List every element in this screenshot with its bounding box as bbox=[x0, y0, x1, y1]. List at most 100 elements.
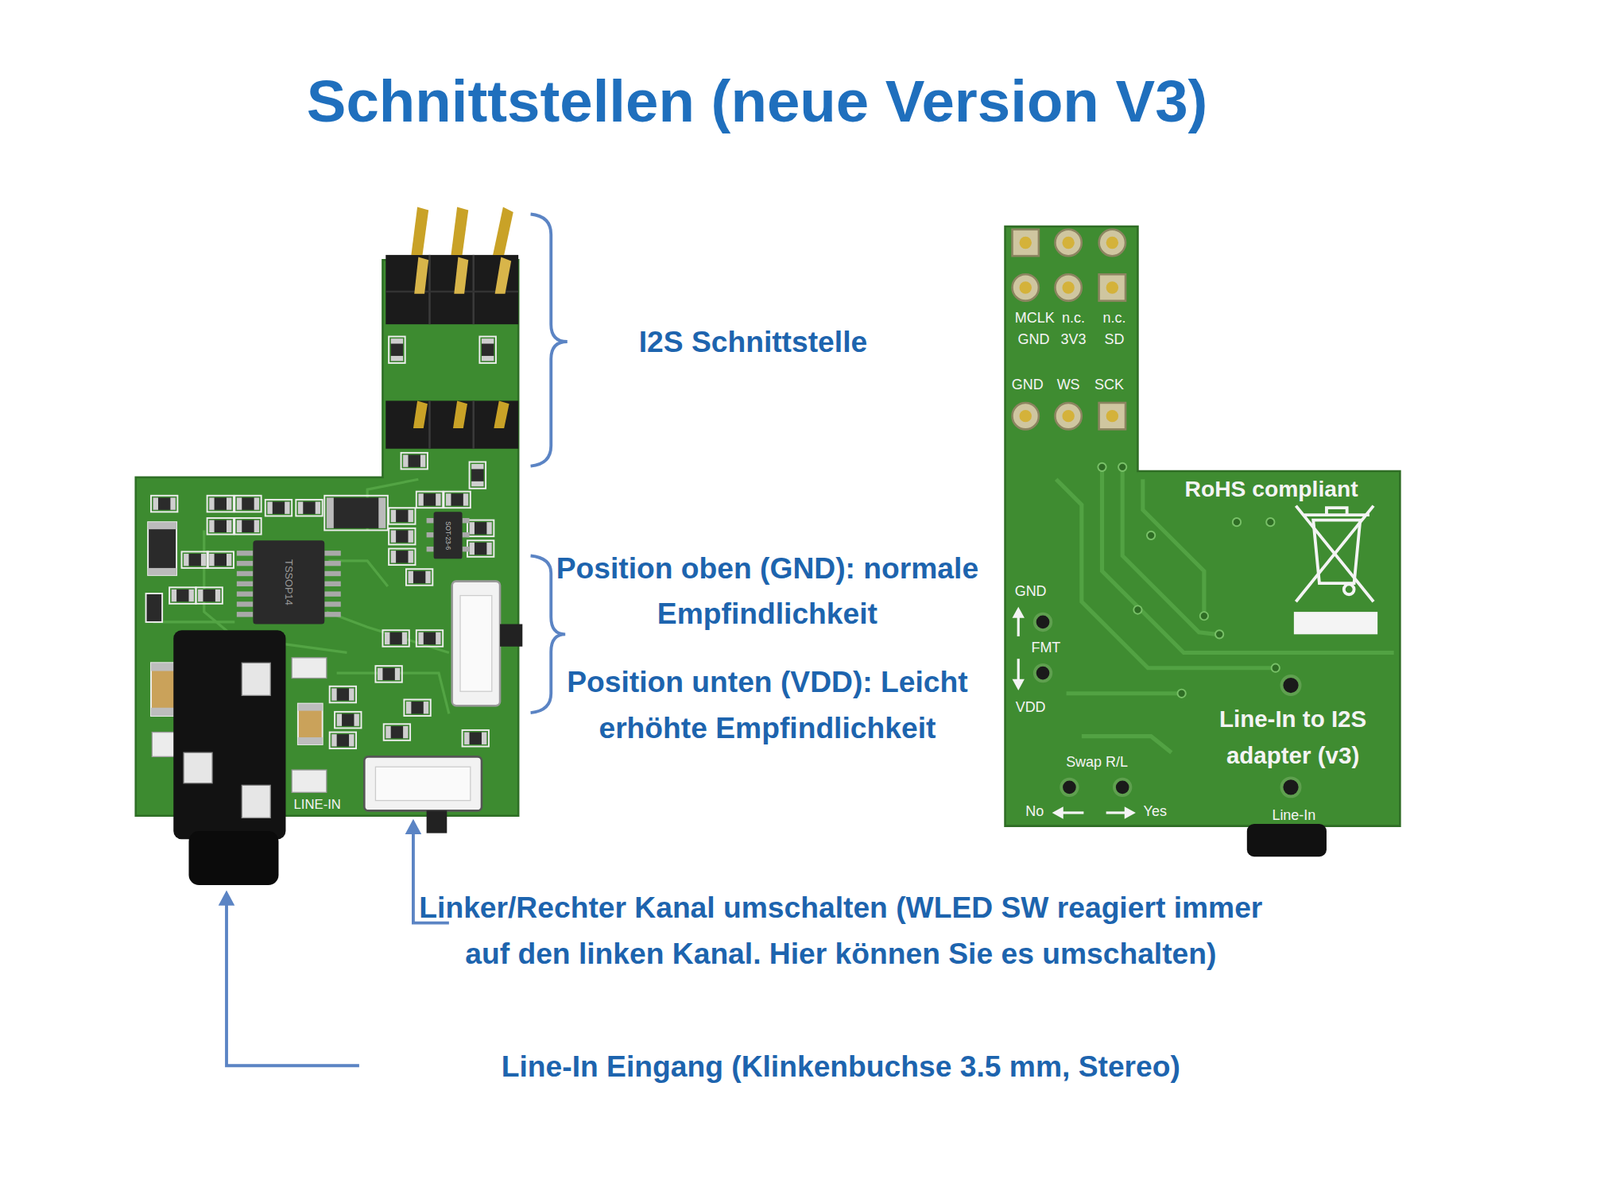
pcb-front bbox=[443, 492, 470, 509]
solder-pad bbox=[1061, 281, 1074, 294]
solder-pad bbox=[1012, 229, 1039, 256]
ic-chip bbox=[324, 550, 341, 556]
pcb-front bbox=[401, 453, 428, 470]
ic-chip bbox=[252, 540, 325, 624]
pcb-front bbox=[416, 492, 443, 509]
pcb-trace bbox=[326, 612, 450, 653]
via bbox=[1133, 605, 1142, 614]
pcb-front bbox=[207, 551, 234, 569]
ic-chip bbox=[324, 612, 341, 617]
solder-pad bbox=[1054, 274, 1081, 301]
silkscreen-arrow bbox=[1061, 811, 1084, 814]
bracket bbox=[530, 214, 568, 714]
through-hole bbox=[1114, 779, 1132, 797]
pcb-front bbox=[151, 495, 178, 513]
capacitor bbox=[147, 522, 177, 530]
capacitor bbox=[151, 662, 176, 671]
capacitor bbox=[378, 497, 386, 529]
capacitor bbox=[147, 568, 177, 576]
pin-label: No bbox=[1025, 803, 1044, 822]
slide-switch bbox=[499, 624, 523, 647]
weee-symbol bbox=[1295, 506, 1374, 603]
capacitor bbox=[151, 662, 176, 717]
pcb-front bbox=[375, 666, 402, 683]
pin-label: FMT bbox=[1030, 640, 1061, 659]
capacitor bbox=[326, 497, 334, 529]
pcb-front bbox=[382, 630, 409, 647]
through-hole bbox=[1061, 779, 1078, 797]
via bbox=[1097, 463, 1106, 472]
weee-symbol bbox=[1344, 584, 1355, 595]
silkscreen-arrow bbox=[1012, 679, 1025, 691]
solder-pad bbox=[1012, 229, 1127, 431]
solder-pad bbox=[1099, 402, 1126, 430]
leader-arrow bbox=[218, 819, 450, 1067]
via bbox=[1200, 612, 1209, 620]
pin-label: n.c. bbox=[1102, 309, 1126, 328]
ic-chip bbox=[426, 511, 470, 559]
pin-header bbox=[495, 256, 512, 294]
via bbox=[1266, 518, 1275, 527]
pin-header bbox=[413, 400, 428, 429]
pin-header bbox=[414, 256, 429, 294]
silkscreen-arrow bbox=[1106, 811, 1128, 814]
solder-pad bbox=[1106, 410, 1119, 423]
pin-label: Swap R/L bbox=[1065, 755, 1128, 773]
pcb-trace bbox=[1066, 691, 1182, 696]
pin-label: SD bbox=[1104, 331, 1124, 349]
pcb-front bbox=[406, 569, 433, 586]
via bbox=[1146, 531, 1155, 540]
via bbox=[1232, 518, 1241, 527]
ic-chip bbox=[236, 540, 341, 624]
weee-symbol bbox=[1295, 506, 1374, 603]
leader-arrow bbox=[405, 819, 423, 835]
pin-header bbox=[493, 400, 509, 429]
ic-chip bbox=[426, 532, 434, 538]
pin-label: GND bbox=[1018, 331, 1050, 349]
pin-label: Yes bbox=[1143, 803, 1167, 822]
slide-switch bbox=[375, 767, 470, 801]
pin-label: MCLK bbox=[1015, 309, 1055, 328]
ic-chip bbox=[236, 561, 254, 566]
pin-header bbox=[453, 400, 468, 429]
capacitor bbox=[151, 708, 176, 717]
pin-label: SCK bbox=[1094, 376, 1124, 395]
through-hole bbox=[1034, 665, 1052, 682]
solder-pad bbox=[1019, 281, 1032, 294]
ic-chip bbox=[324, 581, 341, 587]
audio-jack bbox=[173, 630, 286, 840]
ic-chip bbox=[236, 571, 254, 577]
ic-chip bbox=[462, 518, 470, 524]
pcb-front bbox=[234, 495, 261, 513]
bracket bbox=[530, 214, 568, 467]
pcb-front bbox=[383, 724, 411, 741]
pcb-front bbox=[388, 528, 415, 546]
through-hole bbox=[1034, 614, 1052, 632]
through-hole bbox=[1281, 676, 1300, 695]
pcb-front bbox=[388, 507, 415, 525]
pcb-front bbox=[388, 337, 406, 364]
slide-switch bbox=[426, 810, 448, 833]
capacitor bbox=[291, 770, 327, 793]
pcb-front bbox=[479, 337, 496, 364]
pcb-front bbox=[467, 540, 494, 558]
pin-label: n.c. bbox=[1061, 309, 1085, 328]
solder-pad bbox=[1061, 236, 1074, 249]
chip-marking: SOT-23-6 bbox=[444, 521, 453, 551]
slide-switch bbox=[460, 596, 493, 693]
audio-jack bbox=[241, 785, 271, 818]
via bbox=[1271, 664, 1280, 673]
ic-chip bbox=[324, 561, 341, 566]
pcb-front bbox=[195, 587, 222, 605]
capacitor bbox=[147, 522, 177, 576]
pcb-front bbox=[329, 686, 357, 704]
pcb-front bbox=[467, 520, 494, 538]
ic-chip bbox=[236, 612, 254, 617]
ic-chip bbox=[462, 546, 470, 552]
silkscreen-arrow bbox=[1012, 607, 1136, 820]
ic-chip bbox=[462, 532, 470, 538]
through-hole bbox=[1034, 614, 1301, 798]
weee-symbol bbox=[1304, 513, 1370, 517]
pcb-front bbox=[207, 495, 234, 513]
